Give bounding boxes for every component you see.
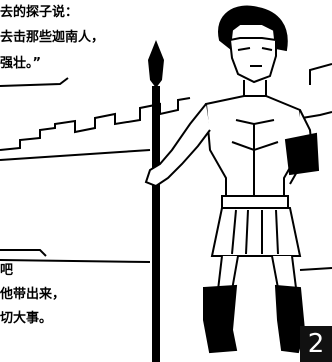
caption-top-line-1: 去的探子说：	[0, 5, 79, 20]
caption-frames	[0, 77, 69, 257]
caption-top-line-3: 强壮。”	[0, 56, 42, 71]
caption-bottom-line-1: 吧	[0, 263, 14, 278]
caption-bottom-line-2: 他带出来，	[0, 287, 66, 302]
caption-bottom-line-3: 切大事。	[0, 311, 53, 326]
spear-illustration	[148, 40, 164, 362]
soldier-illustration	[144, 5, 320, 354]
caption-top-line-2: 去击那些迦南人，	[0, 30, 105, 45]
page-number-badge: 2	[300, 326, 332, 362]
